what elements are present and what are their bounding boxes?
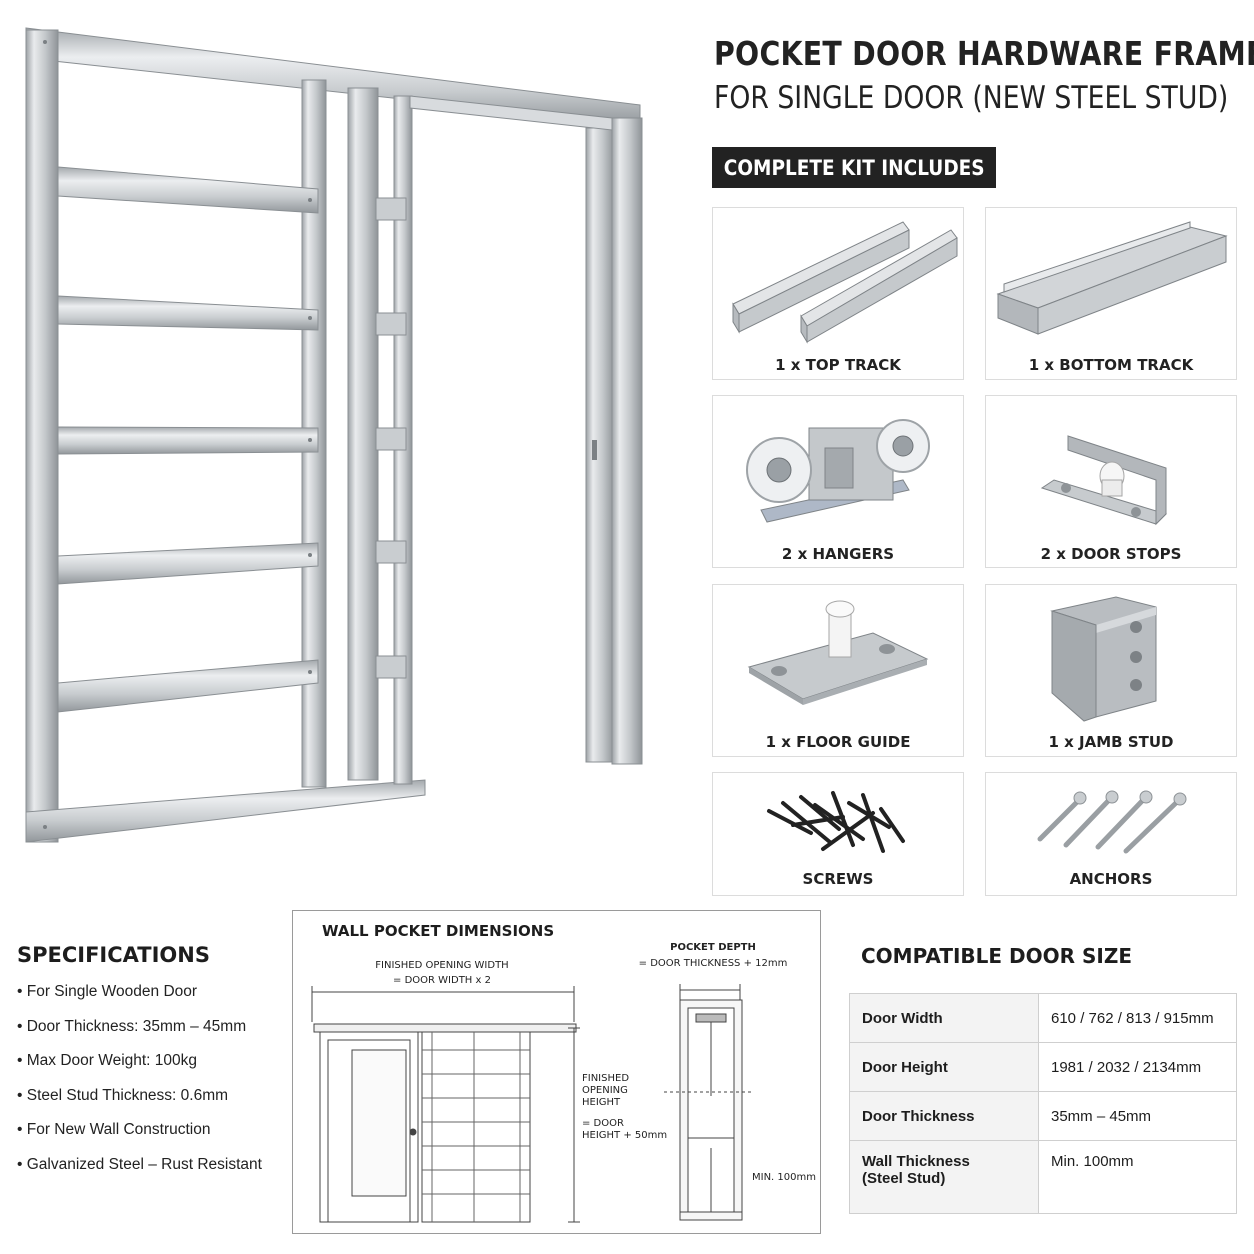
- spec-item: For Single Wooden Door: [17, 983, 262, 1018]
- hanger-icon: [746, 419, 930, 523]
- opening-height-label: FINISHED: [582, 1073, 630, 1084]
- kit-item-label: ANCHORS: [1069, 870, 1153, 888]
- dimensions-heading: WALL POCKET DIMENSIONS: [322, 922, 555, 940]
- pocket-depth-label: POCKET DEPTH: [670, 942, 756, 953]
- kit-item-label: 1 x JAMB STUD: [1048, 733, 1174, 751]
- kit-includes-badge: COMPLETE KIT INCLUDES: [712, 147, 996, 188]
- anchors-icon: [1037, 790, 1187, 854]
- table-row: Door Height 1981 / 2032 / 2134mm: [849, 1042, 1237, 1092]
- kit-item-top-track: 1 x TOP TRACK: [712, 207, 964, 380]
- kit-item-jamb-stud: 1 x JAMB STUD: [985, 584, 1237, 757]
- spec-item: Galvanized Steel – Rust Resistant: [17, 1156, 262, 1191]
- table-key-line: (Steel Stud): [862, 1170, 946, 1187]
- kit-item-floor-guide: 1 x FLOOR GUIDE: [712, 584, 964, 757]
- table-key-line: Wall Thickness: [862, 1153, 970, 1170]
- opening-width-label: FINISHED OPENING WIDTH: [375, 960, 509, 971]
- stud-2: [347, 87, 379, 781]
- page-title: POCKET DOOR HARDWARE FRAME: [714, 34, 1254, 73]
- left-post: [25, 29, 59, 843]
- opening-width-formula: = DOOR WIDTH x 2: [393, 975, 491, 986]
- kit-item-screws: SCREWS: [712, 772, 964, 896]
- kit-item-label: SCREWS: [802, 870, 874, 888]
- kit-item-label: 1 x BOTTOM TRACK: [1028, 356, 1194, 374]
- specifications-heading: SPECIFICATIONS: [17, 943, 210, 967]
- spec-item: Steel Stud Thickness: 0.6mm: [17, 1087, 262, 1122]
- kit-item-hangers: 2 x HANGERS: [712, 395, 964, 568]
- top-track-icon: [732, 221, 958, 344]
- kit-item-label: 1 x TOP TRACK: [775, 356, 901, 374]
- compatible-door-size-heading: COMPATIBLE DOOR SIZE: [861, 944, 1133, 968]
- specifications-list: For Single Wooden Door Door Thickness: 3…: [17, 983, 262, 1191]
- table-value: 1981 / 2032 / 2134mm: [1038, 1042, 1237, 1092]
- page-subtitle: FOR SINGLE DOOR (NEW STEEL STUD): [714, 80, 1229, 116]
- compatible-door-size-table: Door Width 610 / 762 / 813 / 915mm Door …: [849, 993, 1237, 1214]
- table-key: Door Height: [849, 1042, 1039, 1092]
- bottom-track-icon: [996, 221, 1228, 335]
- kit-item-label: 1 x FLOOR GUIDE: [765, 733, 911, 751]
- table-value: 610 / 762 / 813 / 915mm: [1038, 993, 1237, 1043]
- opening-height-label: OPENING: [582, 1085, 628, 1096]
- door-stop-icon: [1040, 435, 1167, 526]
- dimensions-drawing: [311, 984, 754, 1223]
- table-value: Min. 100mm: [1038, 1140, 1237, 1214]
- spec-item: Door Thickness: 35mm – 45mm: [17, 1018, 262, 1053]
- height-formula: HEIGHT + 50mm: [582, 1130, 668, 1141]
- table-key: Door Thickness: [849, 1091, 1039, 1141]
- table-key: Wall Thickness (Steel Stud): [849, 1140, 1039, 1214]
- screws-icon: [767, 791, 905, 853]
- kit-item-label: 2 x HANGERS: [781, 545, 895, 563]
- opening-height-label: HEIGHT: [582, 1097, 621, 1108]
- pocket-depth-formula: = DOOR THICKNESS + 12mm: [638, 958, 788, 969]
- table-value: 35mm – 45mm: [1038, 1091, 1237, 1141]
- kit-item-anchors: ANCHORS: [985, 772, 1237, 896]
- jamb-outer: [611, 117, 643, 765]
- table-row: Wall Thickness (Steel Stud) Min. 100mm: [849, 1140, 1237, 1214]
- floor-guide-icon: [747, 600, 929, 705]
- kit-item-bottom-track: 1 x BOTTOM TRACK: [985, 207, 1237, 380]
- jamb-stud-icon: [1050, 596, 1157, 722]
- spec-item: Max Door Weight: 100kg: [17, 1052, 262, 1087]
- table-key: Door Width: [849, 993, 1039, 1043]
- spec-item: For New Wall Construction: [17, 1121, 262, 1156]
- frame-rungs: [57, 166, 319, 713]
- top-header-beam: [25, 27, 641, 126]
- min-wall-label: MIN. 100mm: [752, 1172, 816, 1183]
- jamb-post: [585, 127, 615, 763]
- height-formula: = DOOR: [582, 1118, 624, 1129]
- kit-item-door-stops: 2 x DOOR STOPS: [985, 395, 1237, 568]
- table-row: Door Thickness 35mm – 45mm: [849, 1091, 1237, 1141]
- pocket-door-frame-illustration: [25, 27, 643, 843]
- kit-item-label: 2 x DOOR STOPS: [1040, 545, 1182, 563]
- table-row: Door Width 610 / 762 / 813 / 915mm: [849, 993, 1237, 1043]
- bottom-rail: [25, 779, 426, 843]
